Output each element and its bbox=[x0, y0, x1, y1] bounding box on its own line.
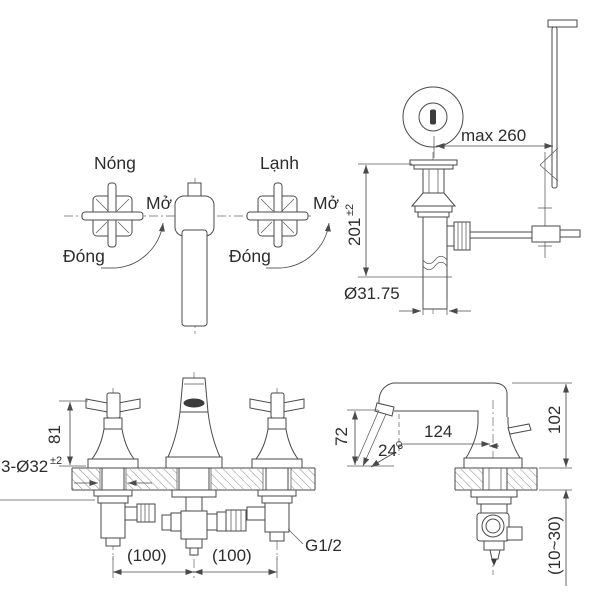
handle-height-label: 81 bbox=[45, 425, 64, 444]
top-view: Nóng Mở Đóng Lạnh Mở Đóng bbox=[63, 153, 339, 334]
total-height-dim: 102 bbox=[512, 382, 572, 469]
hole-spec-dim: 3-Ø32 ±2 bbox=[0, 455, 152, 501]
drain-top-view bbox=[402, 86, 464, 148]
spout-front bbox=[161, 372, 247, 578]
drain-height-tol: ±2 bbox=[344, 204, 356, 216]
pitch-left-label: (100) bbox=[127, 546, 167, 565]
clevis bbox=[531, 225, 561, 243]
thread-label: G1/2 bbox=[305, 536, 342, 555]
spout-mouth bbox=[183, 398, 205, 408]
hot-close-label: Đóng bbox=[63, 246, 105, 266]
total-height-label: 102 bbox=[545, 406, 564, 434]
valve-body-side bbox=[470, 467, 523, 566]
lift-rod bbox=[538, 19, 578, 258]
drain-side-view bbox=[409, 152, 581, 316]
cold-rotation-arc bbox=[280, 222, 331, 269]
spout-reach-dim: 124 bbox=[396, 422, 490, 447]
deck-thickness-label: (10~30) bbox=[545, 516, 564, 575]
max-reach-label: max 260 bbox=[461, 126, 526, 145]
pitch-right-label: (100) bbox=[212, 546, 252, 565]
lever-arm bbox=[559, 229, 581, 238]
hot-handle-top-view bbox=[81, 182, 144, 248]
spout-height-dim: 72 bbox=[332, 409, 394, 467]
thread-leader bbox=[287, 528, 304, 545]
spout-angle-label: 24° bbox=[378, 441, 404, 460]
hot-rotation-arc bbox=[115, 222, 165, 269]
handle-height-dim: 81 bbox=[45, 400, 88, 467]
hole-spec-tol: ±2 bbox=[50, 455, 62, 467]
spout-height-label: 72 bbox=[332, 427, 351, 446]
cold-handle-front bbox=[246, 388, 305, 560]
deck-thickness-dim: (10~30) bbox=[539, 489, 572, 586]
hot-label: Nóng bbox=[94, 153, 136, 173]
hot-open-label: Mở bbox=[146, 193, 172, 213]
cold-close-label: Đóng bbox=[229, 246, 271, 266]
cold-label: Lạnh bbox=[260, 153, 299, 173]
spout-reach-label: 124 bbox=[424, 422, 452, 441]
popup-drain: max 260 bbox=[344, 19, 581, 316]
hole-spec-label: 3-Ø32 bbox=[1, 457, 48, 476]
horizontal-rod bbox=[469, 231, 535, 239]
drain-diameter-dim: Ø31.75 bbox=[344, 284, 471, 315]
drain-diameter-label: Ø31.75 bbox=[344, 284, 400, 303]
hot-handle-front bbox=[85, 388, 156, 560]
drain-height-dim: 201 ±2 bbox=[344, 163, 452, 278]
spout-side bbox=[356, 382, 532, 469]
drain-side-port bbox=[446, 225, 455, 247]
front-view: G1/2 81 3-Ø32 ±2 (100) (100) bbox=[0, 372, 342, 578]
spout-angle-dim: 24° bbox=[370, 441, 404, 468]
side-view: 72 124 24° 102 (10~30) bbox=[332, 382, 572, 586]
cold-handle-top-view bbox=[246, 182, 309, 248]
hole-pitch-dim: (100) (100) bbox=[112, 546, 278, 578]
drain-logo-mark bbox=[430, 109, 436, 125]
cold-open-label: Mở bbox=[313, 193, 339, 213]
popup-rod-knob bbox=[507, 423, 532, 435]
drain-height-label: 201 bbox=[345, 218, 364, 246]
spout-top-view bbox=[174, 178, 215, 334]
